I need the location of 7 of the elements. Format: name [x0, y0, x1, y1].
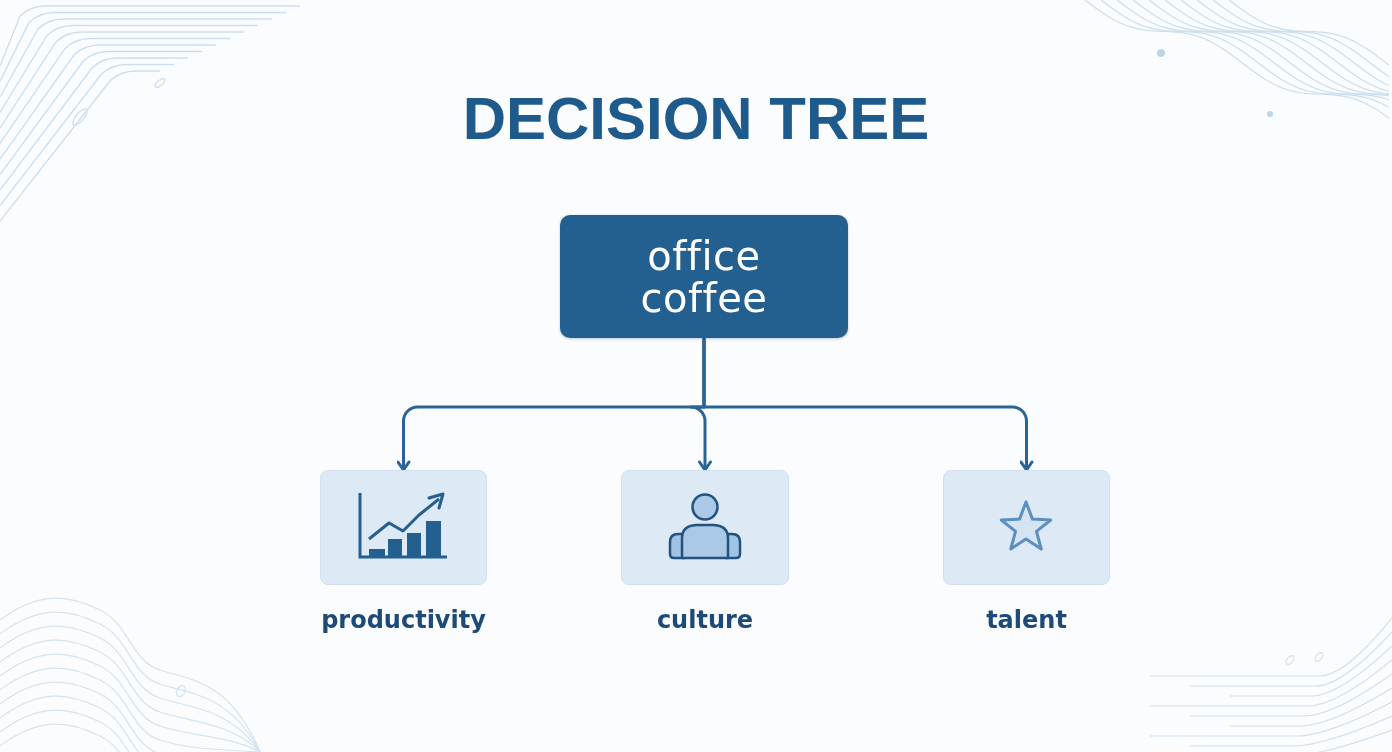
category-label: talent [986, 606, 1067, 634]
root-box [560, 215, 848, 338]
node-label: office coffee [639, 234, 769, 319]
category-label: productivity [321, 606, 486, 634]
category-label: culture [656, 606, 754, 634]
diagram-title: DECISION TREE [462, 89, 930, 149]
arrow [702, 338, 1034, 472]
